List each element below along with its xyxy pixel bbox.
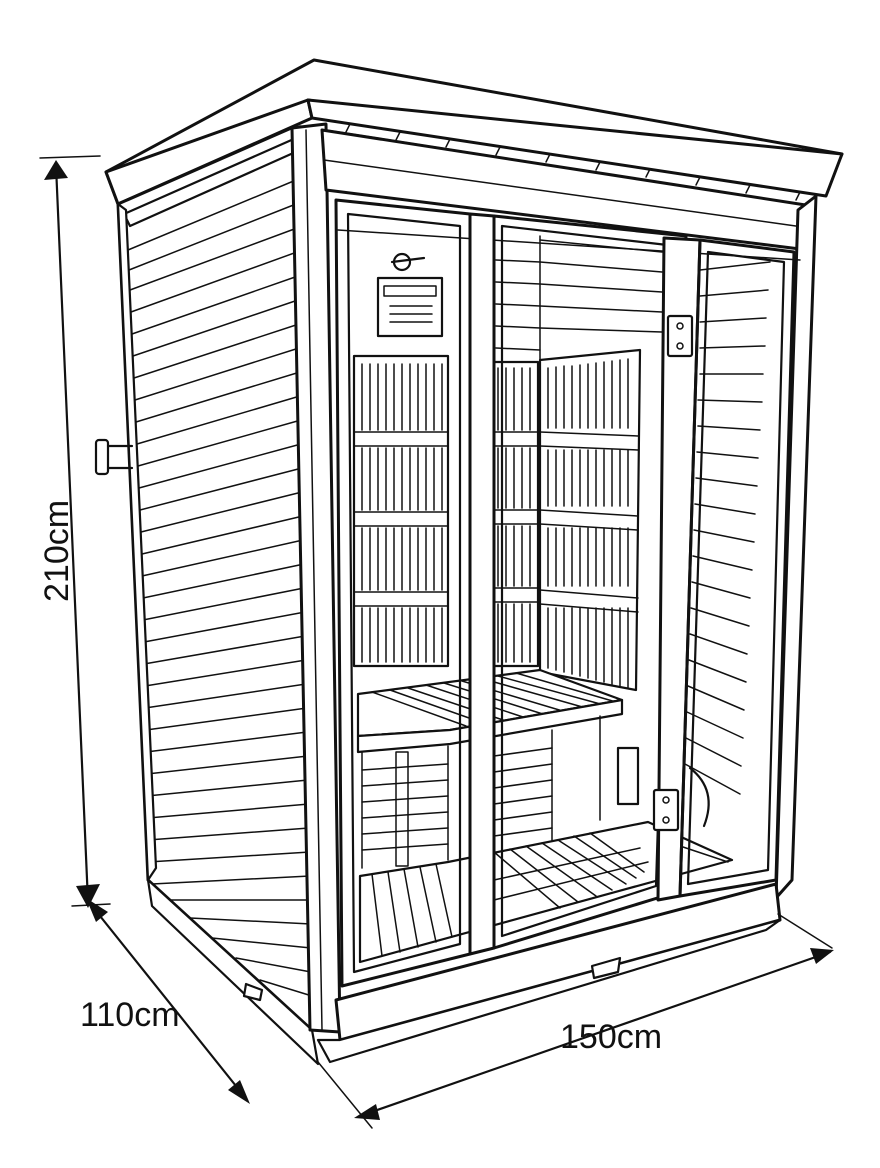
hinge-icon	[666, 314, 694, 358]
front-frame	[242, 122, 818, 1064]
light-fixture-icon	[390, 252, 426, 272]
heater-panel-right	[538, 348, 642, 692]
arrow-left-icon	[354, 1104, 380, 1120]
width-label: 150cm	[560, 1018, 662, 1056]
arrow-down-icon	[76, 884, 100, 908]
arrow-up-icon	[44, 160, 68, 180]
height-dimension	[39, 155, 111, 908]
heater-panel-left	[352, 354, 450, 668]
hinge-icon	[652, 788, 680, 832]
arrow-right-icon	[810, 948, 834, 964]
door-hinges	[652, 314, 694, 832]
interior	[337, 229, 801, 964]
depth-dimension	[86, 898, 250, 1104]
side-wall	[94, 124, 320, 1066]
arrow-up-left-icon	[86, 898, 108, 922]
front-glass-panels	[334, 198, 796, 988]
depth-label: 110cm	[80, 996, 180, 1034]
heater-panel-middle	[490, 360, 540, 668]
height-label: 210cm	[38, 500, 76, 602]
control-panel	[376, 252, 444, 338]
width-dimension	[317, 913, 834, 1129]
arrow-down-right-icon	[228, 1080, 250, 1104]
